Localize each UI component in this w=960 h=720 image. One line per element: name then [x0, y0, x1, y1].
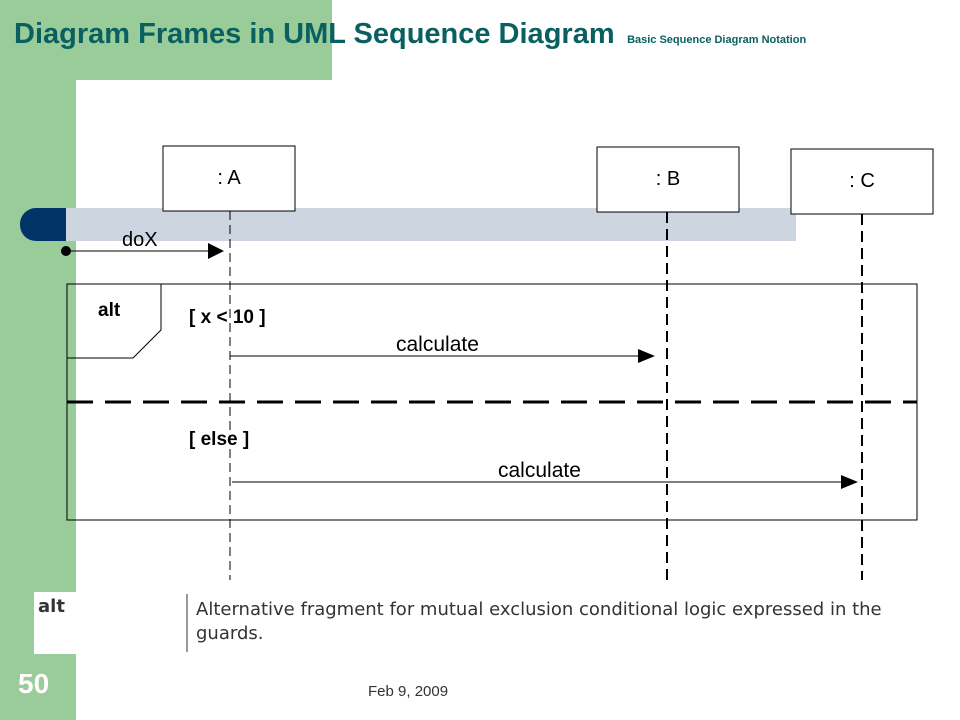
operand-1-arrowhead: [638, 349, 655, 363]
slide-date: Feb 9, 2009: [368, 683, 449, 700]
found-message-arrowhead: [208, 243, 224, 259]
legend-table: alt Alternative fragment for mutual excl…: [34, 592, 912, 654]
lifeline-a-box: [162, 145, 296, 212]
operand-1-message-label: calculate: [396, 333, 479, 356]
accent-bar: [66, 208, 796, 241]
lifeline-c-box: [790, 148, 934, 215]
legend-divider: [186, 594, 188, 652]
slide-number: 50: [18, 668, 50, 699]
alt-fragment-operator: alt: [98, 300, 121, 321]
slide-subtitle: Basic Sequence Diagram Notation: [627, 34, 807, 46]
operand-2-message-label: calculate: [498, 459, 581, 482]
accent-bar-cap: [20, 208, 66, 241]
slide-title: Diagram Frames in UML Sequence Diagram: [14, 18, 615, 50]
legend-description: Alternative fragment for mutual exclusio…: [196, 599, 882, 644]
lifeline-a-label: : A: [217, 167, 241, 189]
lifeline-b-label: : B: [656, 168, 680, 190]
operand-2-guard: [ else ]: [189, 429, 249, 450]
lifeline-c-label: : C: [849, 170, 875, 192]
alt-fragment-label-pentagon: [67, 284, 162, 359]
lifeline-b-box: [596, 146, 740, 213]
title-row: Diagram Frames in UML Sequence Diagram B…: [14, 18, 806, 51]
found-message-label: doX: [122, 229, 158, 251]
operand-1-guard: [ x < 10 ]: [189, 307, 266, 328]
legend-term: alt: [38, 596, 65, 617]
operand-2-arrowhead: [841, 475, 858, 489]
